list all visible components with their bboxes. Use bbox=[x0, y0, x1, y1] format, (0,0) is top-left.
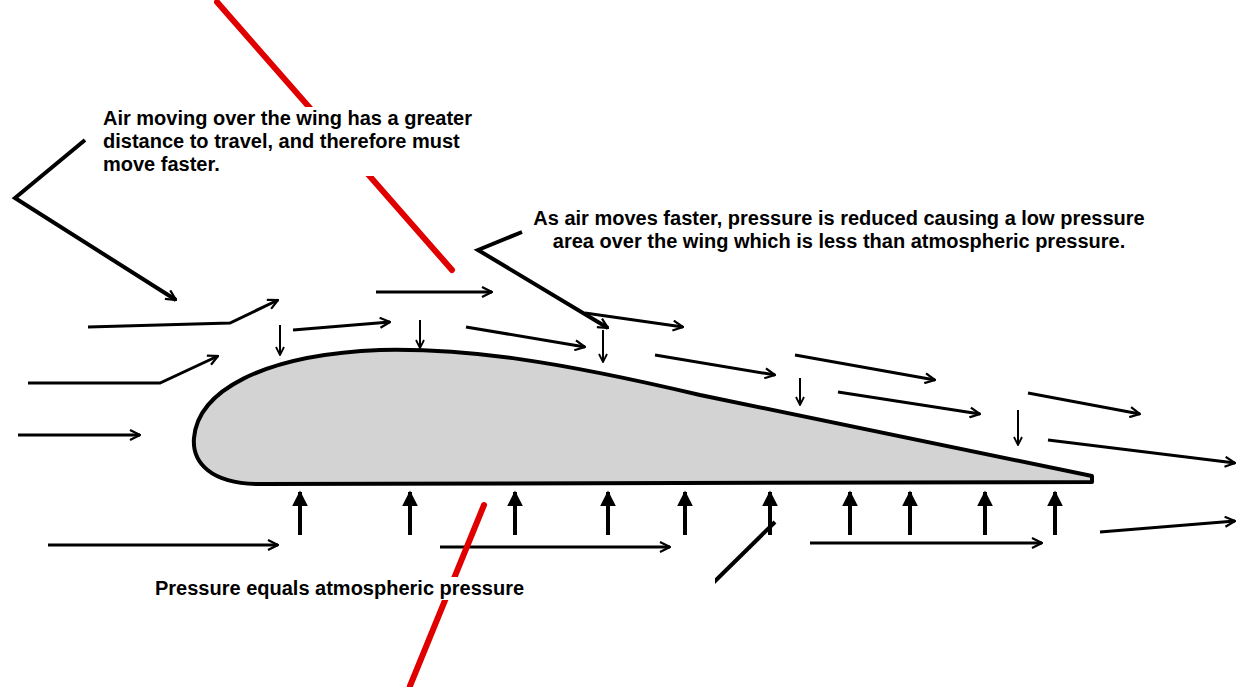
airfoil bbox=[194, 350, 1092, 484]
low-pressure-arrows bbox=[280, 320, 1018, 445]
callout-note: Air moving over the wing has a greater d… bbox=[103, 107, 513, 176]
callout-note: As air moves faster, pressure is reduced… bbox=[528, 207, 1150, 253]
pressure-arrows bbox=[300, 492, 1055, 535]
callout-note: Pressure equals atmospheric pressure bbox=[155, 577, 715, 600]
airflow-arrows bbox=[18, 292, 1235, 547]
